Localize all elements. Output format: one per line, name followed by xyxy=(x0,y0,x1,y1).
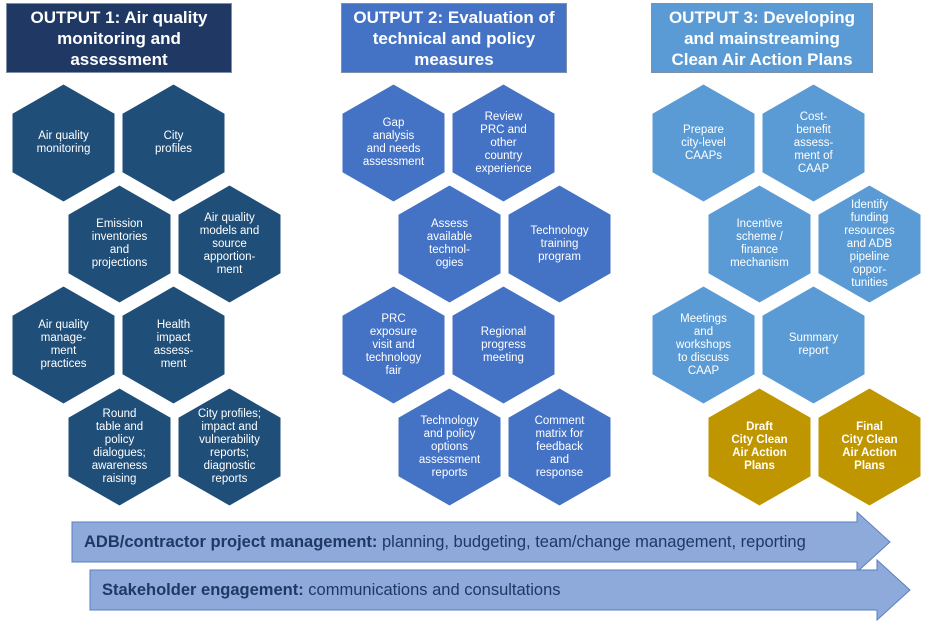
output-2-hexagon-1 xyxy=(341,83,446,203)
project-management-arrow xyxy=(71,510,891,574)
activity-label: Meetings and workshops to discuss CAAP xyxy=(676,312,731,377)
output-3-hexagon-6 xyxy=(761,285,866,405)
stakeholder-engagement-arrow xyxy=(89,558,911,622)
activity-label: Cost- benefit assess- ment of CAAP xyxy=(793,110,834,175)
output-3-header: OUTPUT 3: Developing and mainstreaming C… xyxy=(651,3,873,73)
output-1-hexagon-4 xyxy=(177,184,282,304)
output-3-hexagon-3 xyxy=(707,184,812,304)
output-3-hexagon-1 xyxy=(651,83,756,203)
output-2-activity-2: Review PRC and other country experience xyxy=(452,84,555,202)
output-2-hexagon-4 xyxy=(507,184,612,304)
output-2-hexagon-2 xyxy=(451,83,556,203)
activity-label: Health impact assess- ment xyxy=(153,319,194,370)
output-1-activity-5: Air quality manage- ment practices xyxy=(12,286,115,404)
activity-label: Assess available technol- ogies xyxy=(426,218,473,269)
activity-label: Air quality models and source apportion-… xyxy=(199,211,260,276)
output-1-activity-7: Round table and policy dialogues; awaren… xyxy=(68,388,171,506)
activity-label: Technology training program xyxy=(530,224,589,263)
output-1-hexagon-8 xyxy=(177,387,282,507)
output-3-hexagon-7 xyxy=(707,387,812,507)
output-2-hexagon-5 xyxy=(341,285,446,405)
output-1-activity-4: Air quality models and source apportion-… xyxy=(178,185,281,303)
output-1-hexagon-7 xyxy=(67,387,172,507)
output-2-activity-8: Comment matrix for feedback and response xyxy=(508,388,611,506)
activity-label: Comment matrix for feedback and response xyxy=(534,414,585,479)
output-3-activity-4: Identify funding resources and ADB pipel… xyxy=(818,185,921,303)
activity-label: Identify funding resources and ADB pipel… xyxy=(844,198,895,289)
project-management-description: planning, budgeting, team/change managem… xyxy=(377,533,806,551)
output-2-hexagon-3 xyxy=(397,184,502,304)
output-2-hexagon-7 xyxy=(397,387,502,507)
output-3-activity-1: Prepare city-level CAAPs xyxy=(652,84,755,202)
activity-label: PRC exposure visit and technology fair xyxy=(365,312,422,377)
activity-label: Emission inventories and projections xyxy=(91,218,148,269)
output-2-hexagon-6 xyxy=(451,285,556,405)
activity-label: Summary report xyxy=(788,332,839,357)
activity-label: City profiles; impact and vulnerability … xyxy=(197,408,262,485)
output-1-header: OUTPUT 1: Air quality monitoring and ass… xyxy=(6,3,232,73)
activity-label: Final City Clean Air Action Plans xyxy=(841,421,898,472)
output-1-hexagon-5 xyxy=(11,285,116,405)
activity-label: Review PRC and other country experience xyxy=(475,110,532,175)
output-3-activity-2: Cost- benefit assess- ment of CAAP xyxy=(762,84,865,202)
output-1-hexagon-2 xyxy=(121,83,226,203)
stakeholder-engagement-text: Stakeholder engagement: communications a… xyxy=(102,581,561,600)
output-1-activity-3: Emission inventories and projections xyxy=(68,185,171,303)
activity-label: Technology and policy options assessment… xyxy=(418,414,481,479)
output-3-activity-6: Summary report xyxy=(762,286,865,404)
stakeholder-engagement-label: Stakeholder engagement: xyxy=(102,581,304,599)
activity-label: City profiles xyxy=(154,130,193,155)
output-2-activity-5: PRC exposure visit and technology fair xyxy=(342,286,445,404)
project-management-text: ADB/contractor project management: plann… xyxy=(84,533,806,552)
project-management-label: ADB/contractor project management: xyxy=(84,533,378,551)
output-1-activity-2: City profiles xyxy=(122,84,225,202)
output-2-activity-1: Gap analysis and needs assessment xyxy=(342,84,445,202)
stakeholder-engagement-description: communications and consultations xyxy=(303,581,561,599)
activity-label: Gap analysis and needs assessment xyxy=(362,117,425,168)
output-1-activity-8: City profiles; impact and vulnerability … xyxy=(178,388,281,506)
activity-label: Air quality monitoring xyxy=(36,130,91,155)
output-2-header: OUTPUT 2: Evaluation of technical and po… xyxy=(341,3,567,73)
output-3-hexagon-5 xyxy=(651,285,756,405)
output-1-activity-6: Health impact assess- ment xyxy=(122,286,225,404)
activity-label: Air quality manage- ment practices xyxy=(38,319,89,370)
output-3-hexagon-8 xyxy=(817,387,922,507)
output-2-activity-4: Technology training program xyxy=(508,185,611,303)
output-3-hexagon-4 xyxy=(817,184,922,304)
output-1-hexagon-3 xyxy=(67,184,172,304)
output-1-hexagon-1 xyxy=(11,83,116,203)
output-2-activity-7: Technology and policy options assessment… xyxy=(398,388,501,506)
output-3-activity-7: Draft City Clean Air Action Plans xyxy=(708,388,811,506)
output-2-hexagon-8 xyxy=(507,387,612,507)
activity-label: Round table and policy dialogues; awaren… xyxy=(91,408,148,485)
output-2-activity-6: Regional progress meeting xyxy=(452,286,555,404)
activity-label: Draft City Clean Air Action Plans xyxy=(731,421,788,472)
activity-label: Prepare city-level CAAPs xyxy=(681,123,726,162)
output-1-hexagon-6 xyxy=(121,285,226,405)
output-1-activity-1: Air quality monitoring xyxy=(12,84,115,202)
output-3-activity-5: Meetings and workshops to discuss CAAP xyxy=(652,286,755,404)
output-2-activity-3: Assess available technol- ogies xyxy=(398,185,501,303)
hexagon-shapes xyxy=(11,83,922,507)
activity-label: Incentive scheme / finance mechanism xyxy=(730,218,789,269)
activity-label: Regional progress meeting xyxy=(480,325,527,364)
output-3-activity-8: Final City Clean Air Action Plans xyxy=(818,388,921,506)
output-3-activity-3: Incentive scheme / finance mechanism xyxy=(708,185,811,303)
output-3-hexagon-2 xyxy=(761,83,866,203)
